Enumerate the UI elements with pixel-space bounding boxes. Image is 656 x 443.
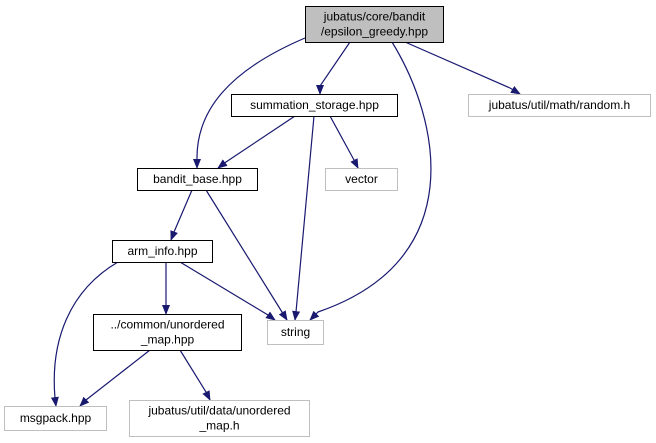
edge-summation_storage-to-string <box>292 115 315 321</box>
node-label: bandit_base.hpp <box>153 172 242 186</box>
edge-unordered_map_hpp-to-unordered_map_h <box>179 349 211 401</box>
node-label: ../common/unordered <box>110 318 224 332</box>
node-box <box>137 168 258 191</box>
edge-summation_storage-to-bandit_base <box>217 115 296 169</box>
edge-epsilon_greedy-to-random_h <box>404 41 521 95</box>
edge-summation_storage-to-vector <box>329 115 359 169</box>
node-bandit_base[interactable]: bandit_base.hpp <box>137 168 258 191</box>
node-box <box>267 320 324 345</box>
edge-epsilon_greedy-to-bandit_base <box>193 37 306 169</box>
node-label: /epsilon_greedy.hpp <box>321 25 429 39</box>
node-box <box>4 406 107 431</box>
node-label: _map.hpp <box>140 333 195 347</box>
node-msgpack: msgpack.hpp <box>4 406 107 431</box>
node-box <box>93 314 242 351</box>
edge-arm_info-to-msgpack <box>50 261 119 407</box>
node-string: string <box>267 320 324 345</box>
node-unordered_map_h: jubatus/util/data/unordered_map.h <box>129 400 310 437</box>
node-label: msgpack.hpp <box>20 411 92 425</box>
node-box <box>231 94 398 117</box>
node-random_h: jubatus/util/math/random.h <box>468 94 651 117</box>
node-label: _map.h <box>198 419 239 433</box>
edge-bandit_base-to-arm_info <box>170 189 193 241</box>
node-label: summation_storage.hpp <box>250 98 379 112</box>
node-label: jubatus/util/data/unordered <box>147 404 290 418</box>
nodes-layer: jubatus/core/bandit/epsilon_greedy.hppsu… <box>4 6 651 437</box>
edges-layer <box>50 37 521 407</box>
edge-epsilon_greedy-to-summation_storage <box>316 41 351 95</box>
edge-epsilon_greedy-to-string <box>309 41 432 321</box>
node-summation_storage[interactable]: summation_storage.hpp <box>231 94 398 117</box>
edge-arm_info-to-string <box>179 261 276 321</box>
node-box <box>468 94 651 117</box>
node-label: string <box>281 325 310 339</box>
node-epsilon_greedy[interactable]: jubatus/core/bandit/epsilon_greedy.hpp <box>305 6 444 43</box>
node-box <box>325 168 398 191</box>
edge-unordered_map_hpp-to-msgpack <box>79 349 151 407</box>
node-unordered_map_hpp[interactable]: ../common/unordered_map.hpp <box>93 314 242 351</box>
node-label: jubatus/util/math/random.h <box>488 98 630 112</box>
node-label: arm_info.hpp <box>127 244 197 258</box>
node-box <box>112 240 213 263</box>
node-label: jubatus/core/bandit <box>323 10 426 24</box>
node-arm_info[interactable]: arm_info.hpp <box>112 240 213 263</box>
edge-bandit_base-to-string <box>205 189 288 321</box>
node-label: vector <box>345 172 378 186</box>
node-vector: vector <box>325 168 398 191</box>
node-box <box>305 6 444 43</box>
node-box <box>129 400 310 437</box>
